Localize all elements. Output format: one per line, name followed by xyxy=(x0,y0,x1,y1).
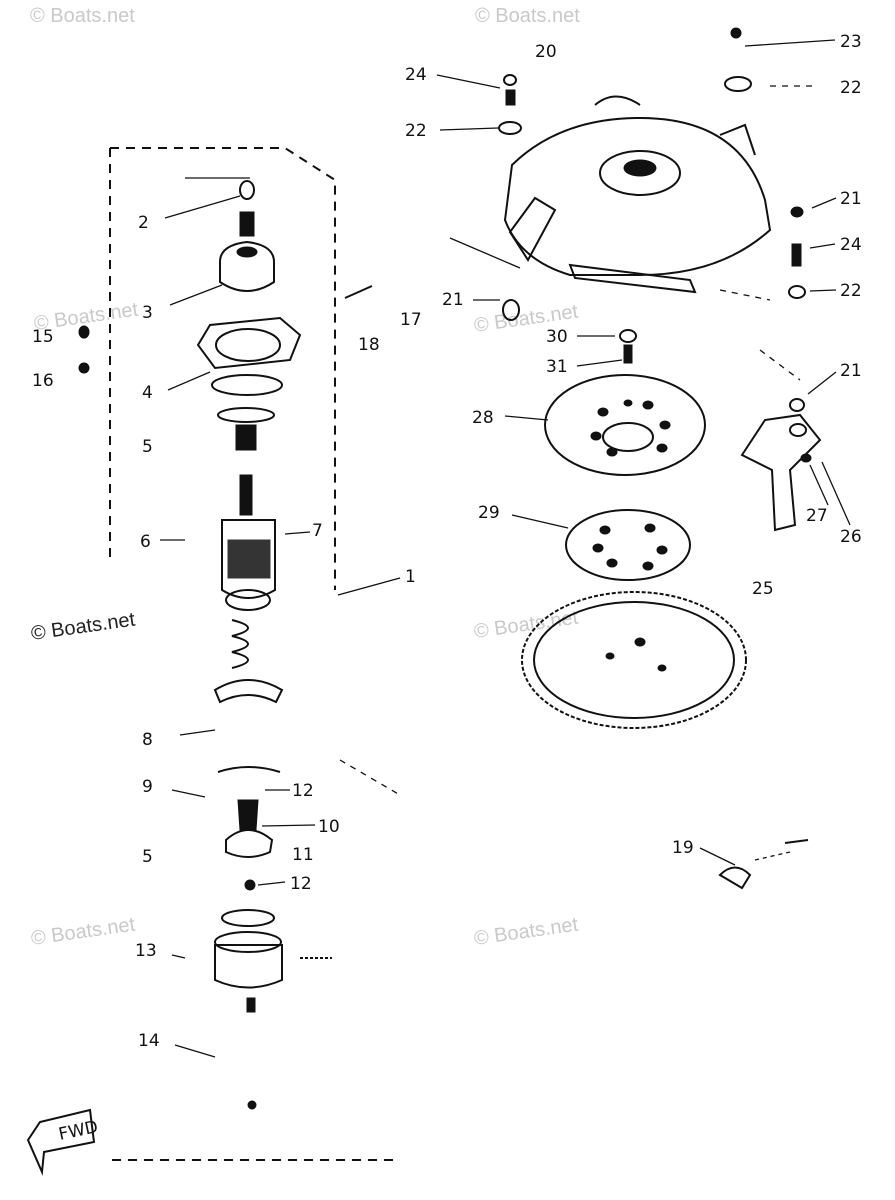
callout-9: 9 xyxy=(142,777,153,797)
callout-12a: 12 xyxy=(292,781,314,801)
callout-7: 7 xyxy=(312,521,323,541)
callout-12b: 12 xyxy=(290,874,312,894)
callout-6: 6 xyxy=(140,532,151,552)
leader-lines xyxy=(160,74,851,1058)
callout-21b: 21 xyxy=(442,290,464,310)
callout-21a: 21 xyxy=(840,189,862,209)
callout-2: 2 xyxy=(138,213,149,233)
callout-11: 11 xyxy=(292,845,314,865)
callout-28: 28 xyxy=(472,408,494,428)
callout-3: 3 xyxy=(142,303,153,323)
callout-27: 27 xyxy=(806,506,828,526)
callout-19: 19 xyxy=(672,838,694,858)
callout-22c: 22 xyxy=(840,281,862,301)
callout-25: 25 xyxy=(752,579,774,599)
callout-22b: 22 xyxy=(405,121,427,141)
callout-10: 10 xyxy=(318,817,340,837)
callout-5b: 5 xyxy=(142,847,153,867)
callout-4: 4 xyxy=(142,383,153,403)
callout-14: 14 xyxy=(138,1031,160,1051)
callout-8: 8 xyxy=(142,730,153,750)
callout-23: 23 xyxy=(840,32,862,52)
callout-26: 26 xyxy=(840,527,862,547)
watermark-left-bottom: © Boats.net xyxy=(30,914,137,950)
starter-assembly-outline xyxy=(109,147,401,1161)
fwd-arrow: FWD xyxy=(26,1108,100,1176)
callout-31: 31 xyxy=(546,357,568,377)
callout-21c: 21 xyxy=(840,361,862,381)
callout-24a: 24 xyxy=(405,65,427,85)
callout-13: 13 xyxy=(135,941,157,961)
callout-22a: 22 xyxy=(840,78,862,98)
watermark-left-mid-2: © Boats.net xyxy=(30,609,137,645)
callout-29: 29 xyxy=(478,503,500,523)
watermark-center-mid-2: © Boats.net xyxy=(473,607,580,643)
flywheel-assembly xyxy=(449,27,836,890)
callout-30: 30 xyxy=(546,327,568,347)
callout-20: 20 xyxy=(535,42,557,62)
callout-numbers: 1 2 3 4 5 5 6 7 8 9 10 11 12 12 13 14 15… xyxy=(32,32,862,1051)
watermark-top-center: © Boats.net xyxy=(475,5,580,27)
callout-16: 16 xyxy=(32,371,54,391)
callout-1: 1 xyxy=(405,567,416,587)
watermark-top-left: © Boats.net xyxy=(30,5,135,27)
watermark-center-bottom: © Boats.net xyxy=(473,914,580,950)
callout-17: 17 xyxy=(400,310,422,330)
callout-5a: 5 xyxy=(142,437,153,457)
callout-18: 18 xyxy=(358,335,380,355)
callout-15: 15 xyxy=(32,327,54,347)
starter-motor-parts xyxy=(78,177,373,1110)
callout-24b: 24 xyxy=(840,235,862,255)
